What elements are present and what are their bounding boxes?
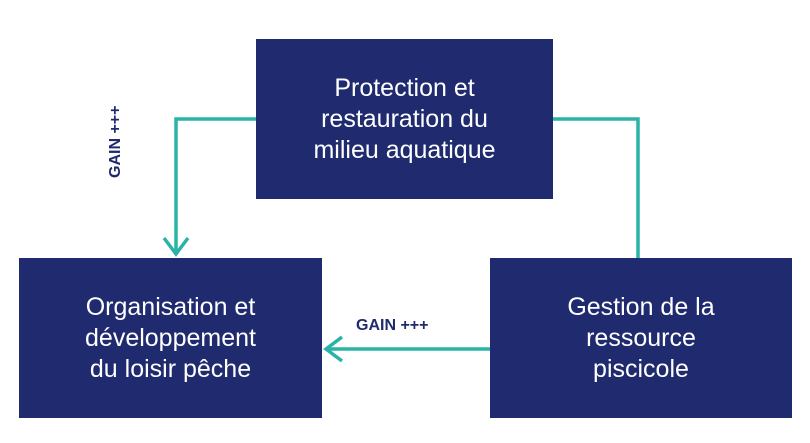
gain-label-horizontal: GAIN +++ [356, 317, 429, 334]
box-top-line-3: milieu aquatique [313, 135, 496, 164]
box-left-line-2: développement [85, 323, 256, 352]
box-right-line-1: Gestion de la [567, 292, 715, 321]
box-right-line-3: piscicole [593, 354, 689, 383]
box-right-line-2: ressource [586, 323, 696, 352]
box-left-line-3: du loisir pêche [89, 354, 252, 383]
box-top-line-2: restauration du [321, 104, 488, 133]
box-ressource-piscicole: Gestion de la ressource piscicole [490, 258, 792, 418]
box-right-text: Gestion de la ressource piscicole [567, 292, 714, 385]
arrow-top-to-left [174, 117, 256, 254]
box-protection-milieu: Protection et restauration du milieu aqu… [256, 39, 553, 199]
box-left-line-1: Organisation et [85, 292, 256, 321]
arrow-head-down [162, 236, 190, 257]
connector-top-to-right [553, 117, 640, 258]
arrow-head-left [323, 335, 344, 363]
box-top-text: Protection et restauration du milieu aqu… [313, 73, 495, 166]
box-left-text: Organisation et développement du loisir … [85, 292, 256, 385]
box-top-line-1: Protection et [334, 73, 475, 102]
gain-label-vertical: GAIN +++ [106, 105, 124, 178]
box-loisir-peche: Organisation et développement du loisir … [19, 258, 322, 418]
